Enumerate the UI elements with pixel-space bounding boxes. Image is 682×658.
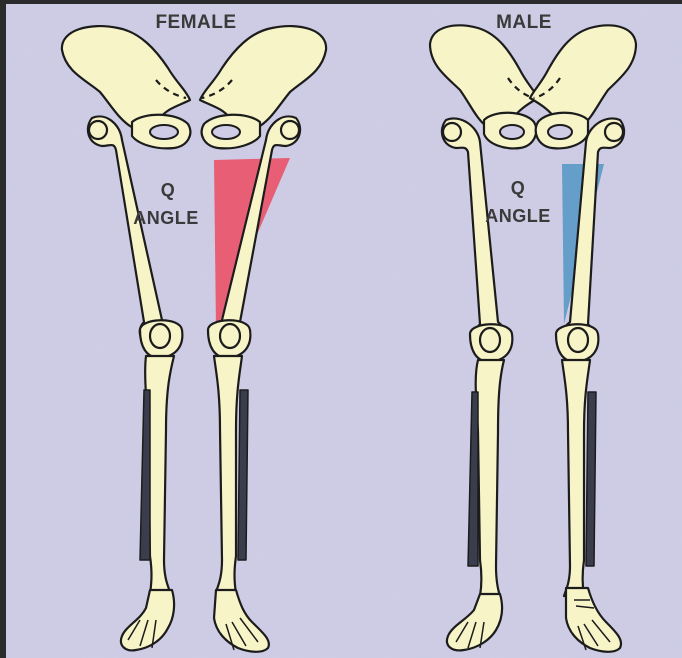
male-q-label: Q — [511, 178, 526, 198]
male-angle-label: ANGLE — [485, 206, 551, 226]
female-angle-label: ANGLE — [133, 208, 199, 228]
male-left-patella — [480, 328, 500, 352]
female-right-patella — [220, 324, 240, 348]
male-right-fibula — [586, 392, 596, 566]
female-right-fibula — [238, 390, 248, 560]
female-q-label: Q — [161, 180, 176, 200]
female-title: FEMALE — [155, 12, 236, 33]
male-title: MALE — [496, 12, 552, 33]
female-left-patella — [150, 324, 170, 348]
male-right-patella — [568, 328, 588, 352]
